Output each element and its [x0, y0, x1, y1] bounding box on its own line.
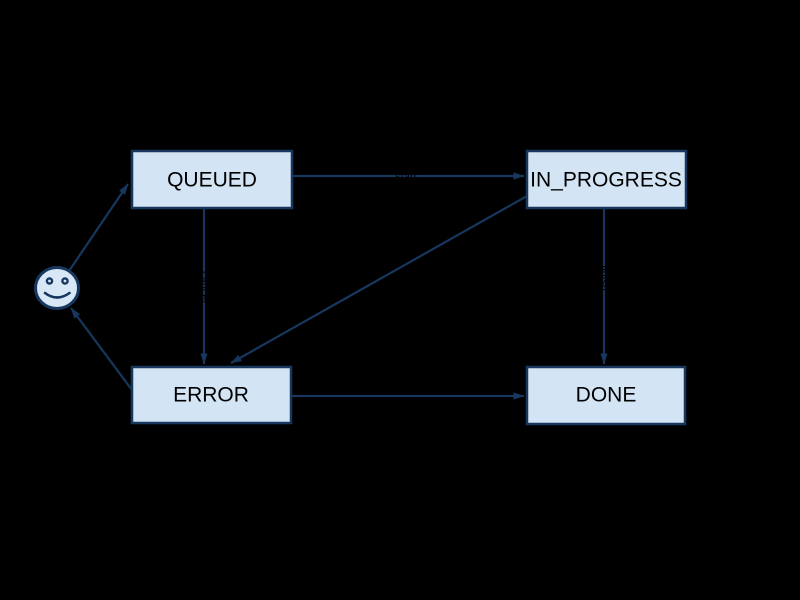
state-node-done-box: [525, 365, 687, 426]
state-node-queued-label: QUEUED: [167, 169, 257, 192]
state-node-error-label: ERROR: [173, 384, 249, 407]
smiley-right-eye: [61, 277, 69, 285]
state-node-done-label: DONE: [576, 384, 637, 407]
smiley-mouth: [43, 291, 71, 299]
edge-error-to-initial: [70, 307, 133, 391]
state-node-done: DONE: [525, 365, 687, 426]
smiley-left-eye: [45, 277, 54, 285]
smiley-initial-state-icon: [34, 266, 80, 310]
state-node-in-progress-label: IN_PROGRESS: [530, 169, 682, 192]
edge-in-progress-to-error: [230, 195, 528, 364]
state-node-in-progress: IN_PROGRESS: [525, 149, 688, 210]
state-node-queued: QUEUED: [130, 149, 294, 210]
state-node-queued-box: [130, 149, 294, 210]
edge-label-start: start: [395, 171, 416, 183]
edge-initial-to-queued: [68, 183, 129, 272]
smiley-face-circle: [34, 266, 80, 310]
edge-label-finish: finish: [598, 265, 610, 291]
state-node-error-box: [130, 365, 293, 425]
state-node-error: ERROR: [130, 365, 293, 425]
state-node-in-progress-box: [525, 149, 688, 210]
edge-label-cancel: cancel: [198, 271, 210, 303]
